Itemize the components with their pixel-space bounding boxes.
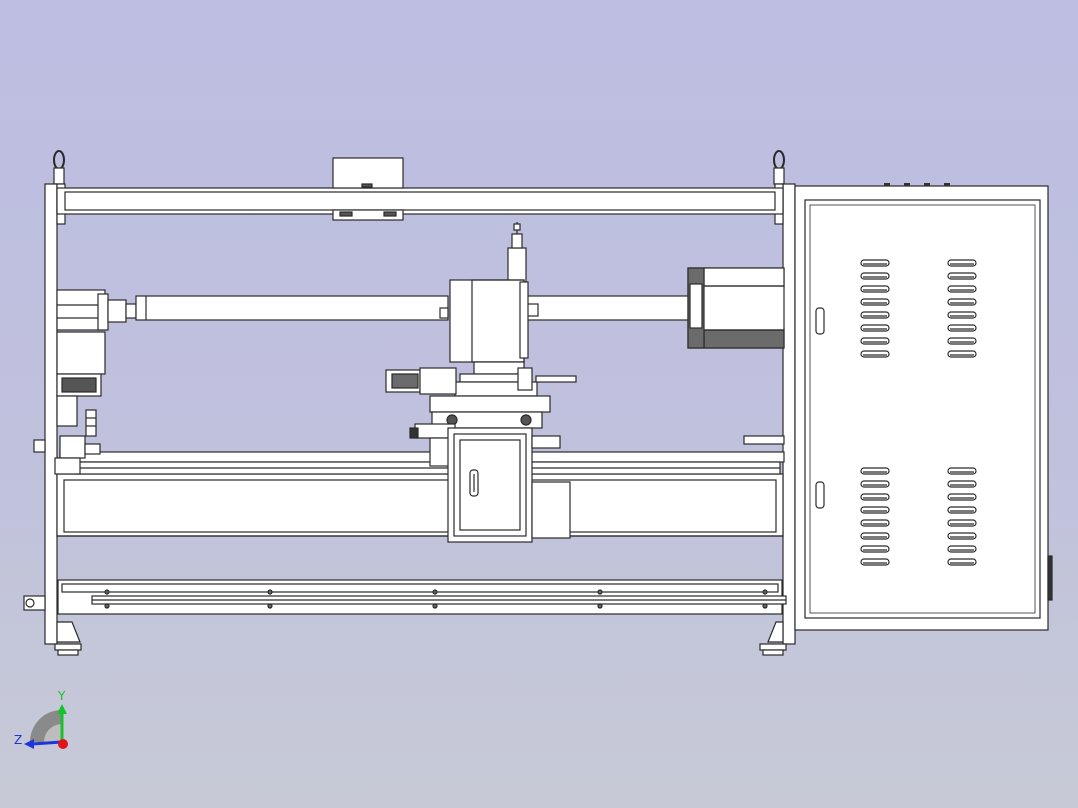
linear-guide	[59, 451, 785, 463]
right-motor	[687, 267, 785, 349]
vent-slot-icon	[947, 480, 977, 488]
vent-slot-icon	[860, 324, 890, 332]
lifting-eye-icon	[53, 150, 65, 185]
vent-slot-icon	[860, 272, 890, 280]
vent-slot-icon	[947, 285, 977, 293]
vent-slot-icon	[947, 493, 977, 501]
vent-slot-icon	[947, 272, 977, 280]
vent-slot-icon	[860, 467, 890, 475]
vent-slot-icon	[860, 493, 890, 501]
vent-slot-icon	[860, 259, 890, 267]
electrical-cabinet	[794, 183, 1053, 631]
left-headstock	[54, 289, 137, 475]
vent-slots	[860, 259, 977, 566]
axis-label-z: Z	[14, 733, 22, 747]
left-post	[44, 183, 58, 645]
vent-slot-icon	[947, 337, 977, 345]
vent-slot-icon	[947, 298, 977, 306]
main-shaft	[135, 295, 691, 321]
vent-slot-icon	[860, 311, 890, 319]
vent-slot-icon	[860, 506, 890, 514]
vent-slot-icon	[860, 480, 890, 488]
right-post	[782, 183, 796, 645]
vent-slot-icon	[860, 558, 890, 566]
cabinet-door[interactable]	[804, 199, 1041, 619]
vent-slot-icon	[947, 259, 977, 267]
mid-rail	[56, 473, 784, 537]
triad-icon: Y Z	[14, 689, 68, 749]
top-mount-block	[332, 157, 404, 189]
vent-slot-icon	[860, 519, 890, 527]
vent-slot-icon	[947, 545, 977, 553]
vent-slot-icon	[860, 285, 890, 293]
vent-slot-icon	[947, 532, 977, 540]
vent-slot-icon	[947, 506, 977, 514]
center-carriage	[385, 222, 577, 543]
vent-slot-icon	[860, 532, 890, 540]
lifting-eye-icon	[773, 150, 785, 185]
foot-left	[54, 621, 82, 656]
vent-slot-icon	[947, 558, 977, 566]
vent-slot-icon	[947, 311, 977, 319]
vent-slot-icon	[860, 298, 890, 306]
side-rod	[743, 435, 785, 445]
axis-label-y: Y	[57, 689, 66, 703]
vent-slot-icon	[947, 519, 977, 527]
machine-frame	[23, 150, 796, 656]
vent-slot-icon	[860, 545, 890, 553]
door-handle-top[interactable]	[815, 307, 825, 335]
vent-slot-icon	[947, 467, 977, 475]
door-handle-bottom[interactable]	[815, 481, 825, 509]
vent-slot-icon	[947, 324, 977, 332]
foot-right	[759, 621, 787, 656]
vent-slot-icon	[947, 350, 977, 358]
vent-slot-icon	[860, 337, 890, 345]
vent-slot-icon	[860, 350, 890, 358]
